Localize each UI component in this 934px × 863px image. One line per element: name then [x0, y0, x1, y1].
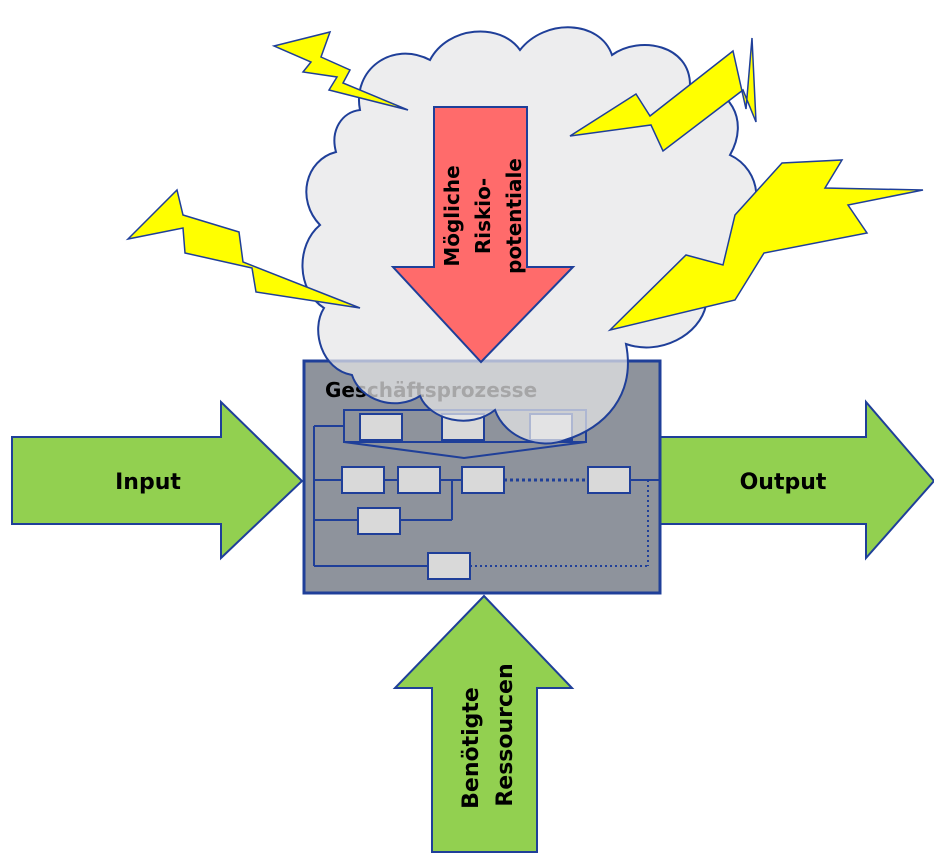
task-box [461, 466, 505, 494]
lightning-icon [125, 188, 361, 309]
input-arrow [11, 399, 304, 561]
resources-label-line2: Ressourcen [493, 663, 518, 806]
risk-label-line3: potentiale [502, 158, 526, 274]
risk-label-line1: Mögliche [440, 165, 464, 266]
input-label: Input [115, 470, 181, 495]
lightning-icon [607, 159, 924, 332]
risk-label-line2: Riskio- [471, 178, 495, 254]
output-label: Output [740, 470, 827, 495]
task-box [427, 552, 471, 580]
process-flow [313, 409, 660, 567]
risk-arrow [390, 106, 576, 364]
output-arrow [659, 399, 934, 561]
task-box [397, 466, 441, 494]
risk-cloud [301, 26, 758, 445]
lightning-icon [569, 37, 757, 153]
lightning-bolts [125, 30, 924, 332]
task-box [341, 466, 385, 494]
lightning-icon [271, 30, 409, 111]
resources-arrow [392, 594, 575, 853]
task-box [357, 507, 401, 535]
task-box [359, 413, 403, 441]
resources-label-line1: Benötigte [459, 687, 484, 809]
task-box [587, 466, 631, 494]
